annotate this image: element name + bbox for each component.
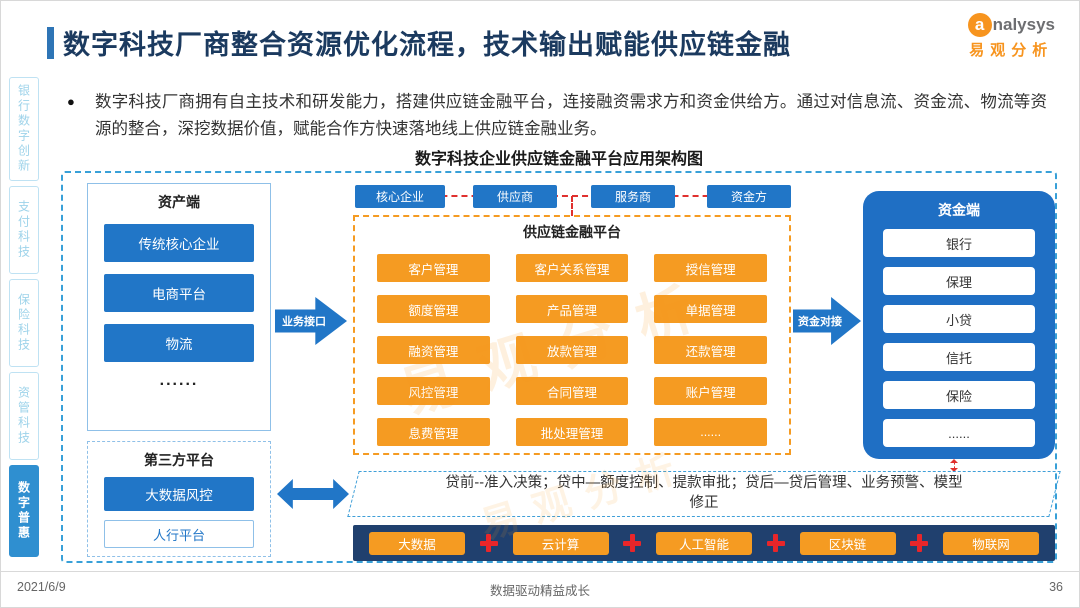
asset-item: 物流 — [104, 324, 254, 362]
third-party-group: 第三方平台 大数据风控 人行平台 — [87, 441, 271, 557]
platform-module: 账户管理 — [654, 377, 767, 405]
role-chip: 核心企业 — [355, 185, 445, 208]
loan-process-box: 贷前--准入决策；贷中—额度控制、提款审批；贷后—贷后管理、业务预警、模型 修正 — [347, 471, 1061, 517]
platform-module: 合同管理 — [515, 377, 629, 405]
role-chip: 供应商 — [473, 185, 557, 208]
third-party-title: 第三方平台 — [144, 452, 214, 468]
funding-item: 银行 — [883, 229, 1035, 257]
platform-group: 供应链金融平台 客户管理 客户关系管理 授信管理 额度管理 产品管理 单据管理 … — [353, 215, 791, 455]
platform-module: 客户管理 — [377, 254, 490, 282]
asset-item-more: ...... — [159, 372, 199, 389]
loan-process-line2: 修正 — [689, 495, 719, 511]
platform-module: 放款管理 — [515, 336, 629, 364]
funding-item: 小贷 — [883, 305, 1035, 333]
business-interface-label: 业务接口 — [282, 316, 326, 328]
logo-cn-text: 易观分析 — [969, 42, 1054, 59]
tech-item: 大数据 — [369, 531, 465, 555]
plus-icon — [766, 534, 785, 552]
funding-connect-label: 资金对接 — [798, 316, 842, 328]
dashed-line — [953, 462, 955, 469]
intro-text: 数字科技厂商拥有自主技术和研发能力，搭建供应链金融平台，连接融资需求方和资金供给… — [95, 93, 1047, 139]
tech-item: 人工智能 — [656, 531, 752, 555]
platform-module: 单据管理 — [654, 295, 767, 323]
arrow-down-icon — [950, 468, 958, 472]
sidebar-item-bank-digital[interactable]: 银行数字创新 — [9, 77, 39, 181]
business-interface-arrow: 业务接口 — [275, 297, 347, 345]
platform-module: 授信管理 — [654, 254, 767, 282]
platform-title: 供应链金融平台 — [523, 224, 621, 240]
asset-item: 传统核心企业 — [104, 224, 254, 262]
platform-module-grid: 客户管理 客户关系管理 授信管理 额度管理 产品管理 单据管理 融资管理 放款管… — [377, 254, 767, 446]
third-party-item: 人行平台 — [104, 520, 254, 548]
arrow-up-icon — [950, 459, 958, 463]
third-party-item: 大数据风控 — [104, 477, 254, 511]
platform-module: 风控管理 — [377, 377, 490, 405]
funding-connect-arrow: 资金对接 — [793, 297, 861, 345]
platform-module: 融资管理 — [377, 336, 490, 364]
sidebar-item-digital-inclusion[interactable]: 数字普惠 — [9, 465, 39, 557]
loan-process-line1: 贷前--准入决策；贷中—额度控制、提款审批；贷后—贷后管理、业务预警、模型 — [445, 475, 963, 492]
sidebar-item-payment[interactable]: 支付科技 — [9, 186, 39, 274]
platform-module: 息费管理 — [377, 418, 490, 446]
funding-side-title: 资金端 — [938, 202, 980, 218]
analysys-logo: a nalysys 易观分析 — [967, 13, 1055, 60]
footer-page-number: 36 — [1049, 580, 1063, 594]
platform-module: 还款管理 — [654, 336, 767, 364]
page-title: 数字科技厂商整合资源优化流程，技术输出赋能供应链金融 — [63, 30, 791, 60]
plus-icon — [910, 534, 929, 552]
asset-side-group: 资产端 传统核心企业 电商平台 物流 ...... — [87, 183, 271, 431]
platform-module: 批处理管理 — [515, 418, 629, 446]
roles-drop-line — [571, 196, 573, 216]
diagram-caption: 数字科技企业供应链金融平台应用架构图 — [414, 151, 703, 168]
logo-brand-text: nalysys — [992, 15, 1055, 34]
funding-loan-double-arrow-icon — [949, 459, 959, 472]
tech-item: 物联网 — [943, 531, 1039, 555]
asset-item: 电商平台 — [104, 274, 254, 312]
platform-module: 额度管理 — [377, 295, 490, 323]
platform-module: ...... — [654, 418, 767, 446]
logo-a-icon: a — [967, 13, 992, 37]
role-chip: 资金方 — [707, 185, 791, 208]
footer-divider — [1, 571, 1079, 572]
footer-date: 2021/6/9 — [17, 580, 66, 594]
asset-side-title: 资产端 — [158, 194, 200, 210]
funding-item: 信托 — [883, 343, 1035, 371]
platform-module: 产品管理 — [515, 295, 629, 323]
roles-connector-line — [361, 195, 789, 197]
sidebar: 银行数字创新 支付科技 保险科技 资管科技 数字普惠 — [9, 77, 39, 557]
funding-item: 保理 — [883, 267, 1035, 295]
diagram-frame — [61, 171, 1057, 563]
funding-item: ...... — [883, 419, 1035, 447]
funding-side-group: 资金端 银行 保理 小贷 信托 保险 ...... — [863, 191, 1055, 459]
plus-icon — [623, 534, 642, 552]
sidebar-item-asset-mgmt[interactable]: 资管科技 — [9, 372, 39, 460]
tech-bar: 大数据 云计算 人工智能 区块链 物联网 — [353, 525, 1055, 561]
funding-item: 保险 — [883, 381, 1035, 409]
logo-brand-row: a nalysys — [967, 13, 1055, 37]
sidebar-item-insurance[interactable]: 保险科技 — [9, 279, 39, 367]
footer-slogan: 数据驱动精益成长 — [489, 584, 590, 598]
title-accent-bar — [47, 27, 54, 59]
loan-process-text: 贷前--准入决策；贷中—额度控制、提款审批；贷后—贷后管理、业务预警、模型 修正 — [353, 471, 1055, 517]
tech-item: 云计算 — [512, 531, 609, 555]
plus-icon — [479, 534, 498, 552]
tech-item: 区块链 — [799, 531, 896, 555]
role-chip: 服务商 — [591, 185, 675, 208]
bullet-dot-icon: ● — [67, 94, 75, 109]
platform-module: 客户关系管理 — [515, 254, 629, 282]
